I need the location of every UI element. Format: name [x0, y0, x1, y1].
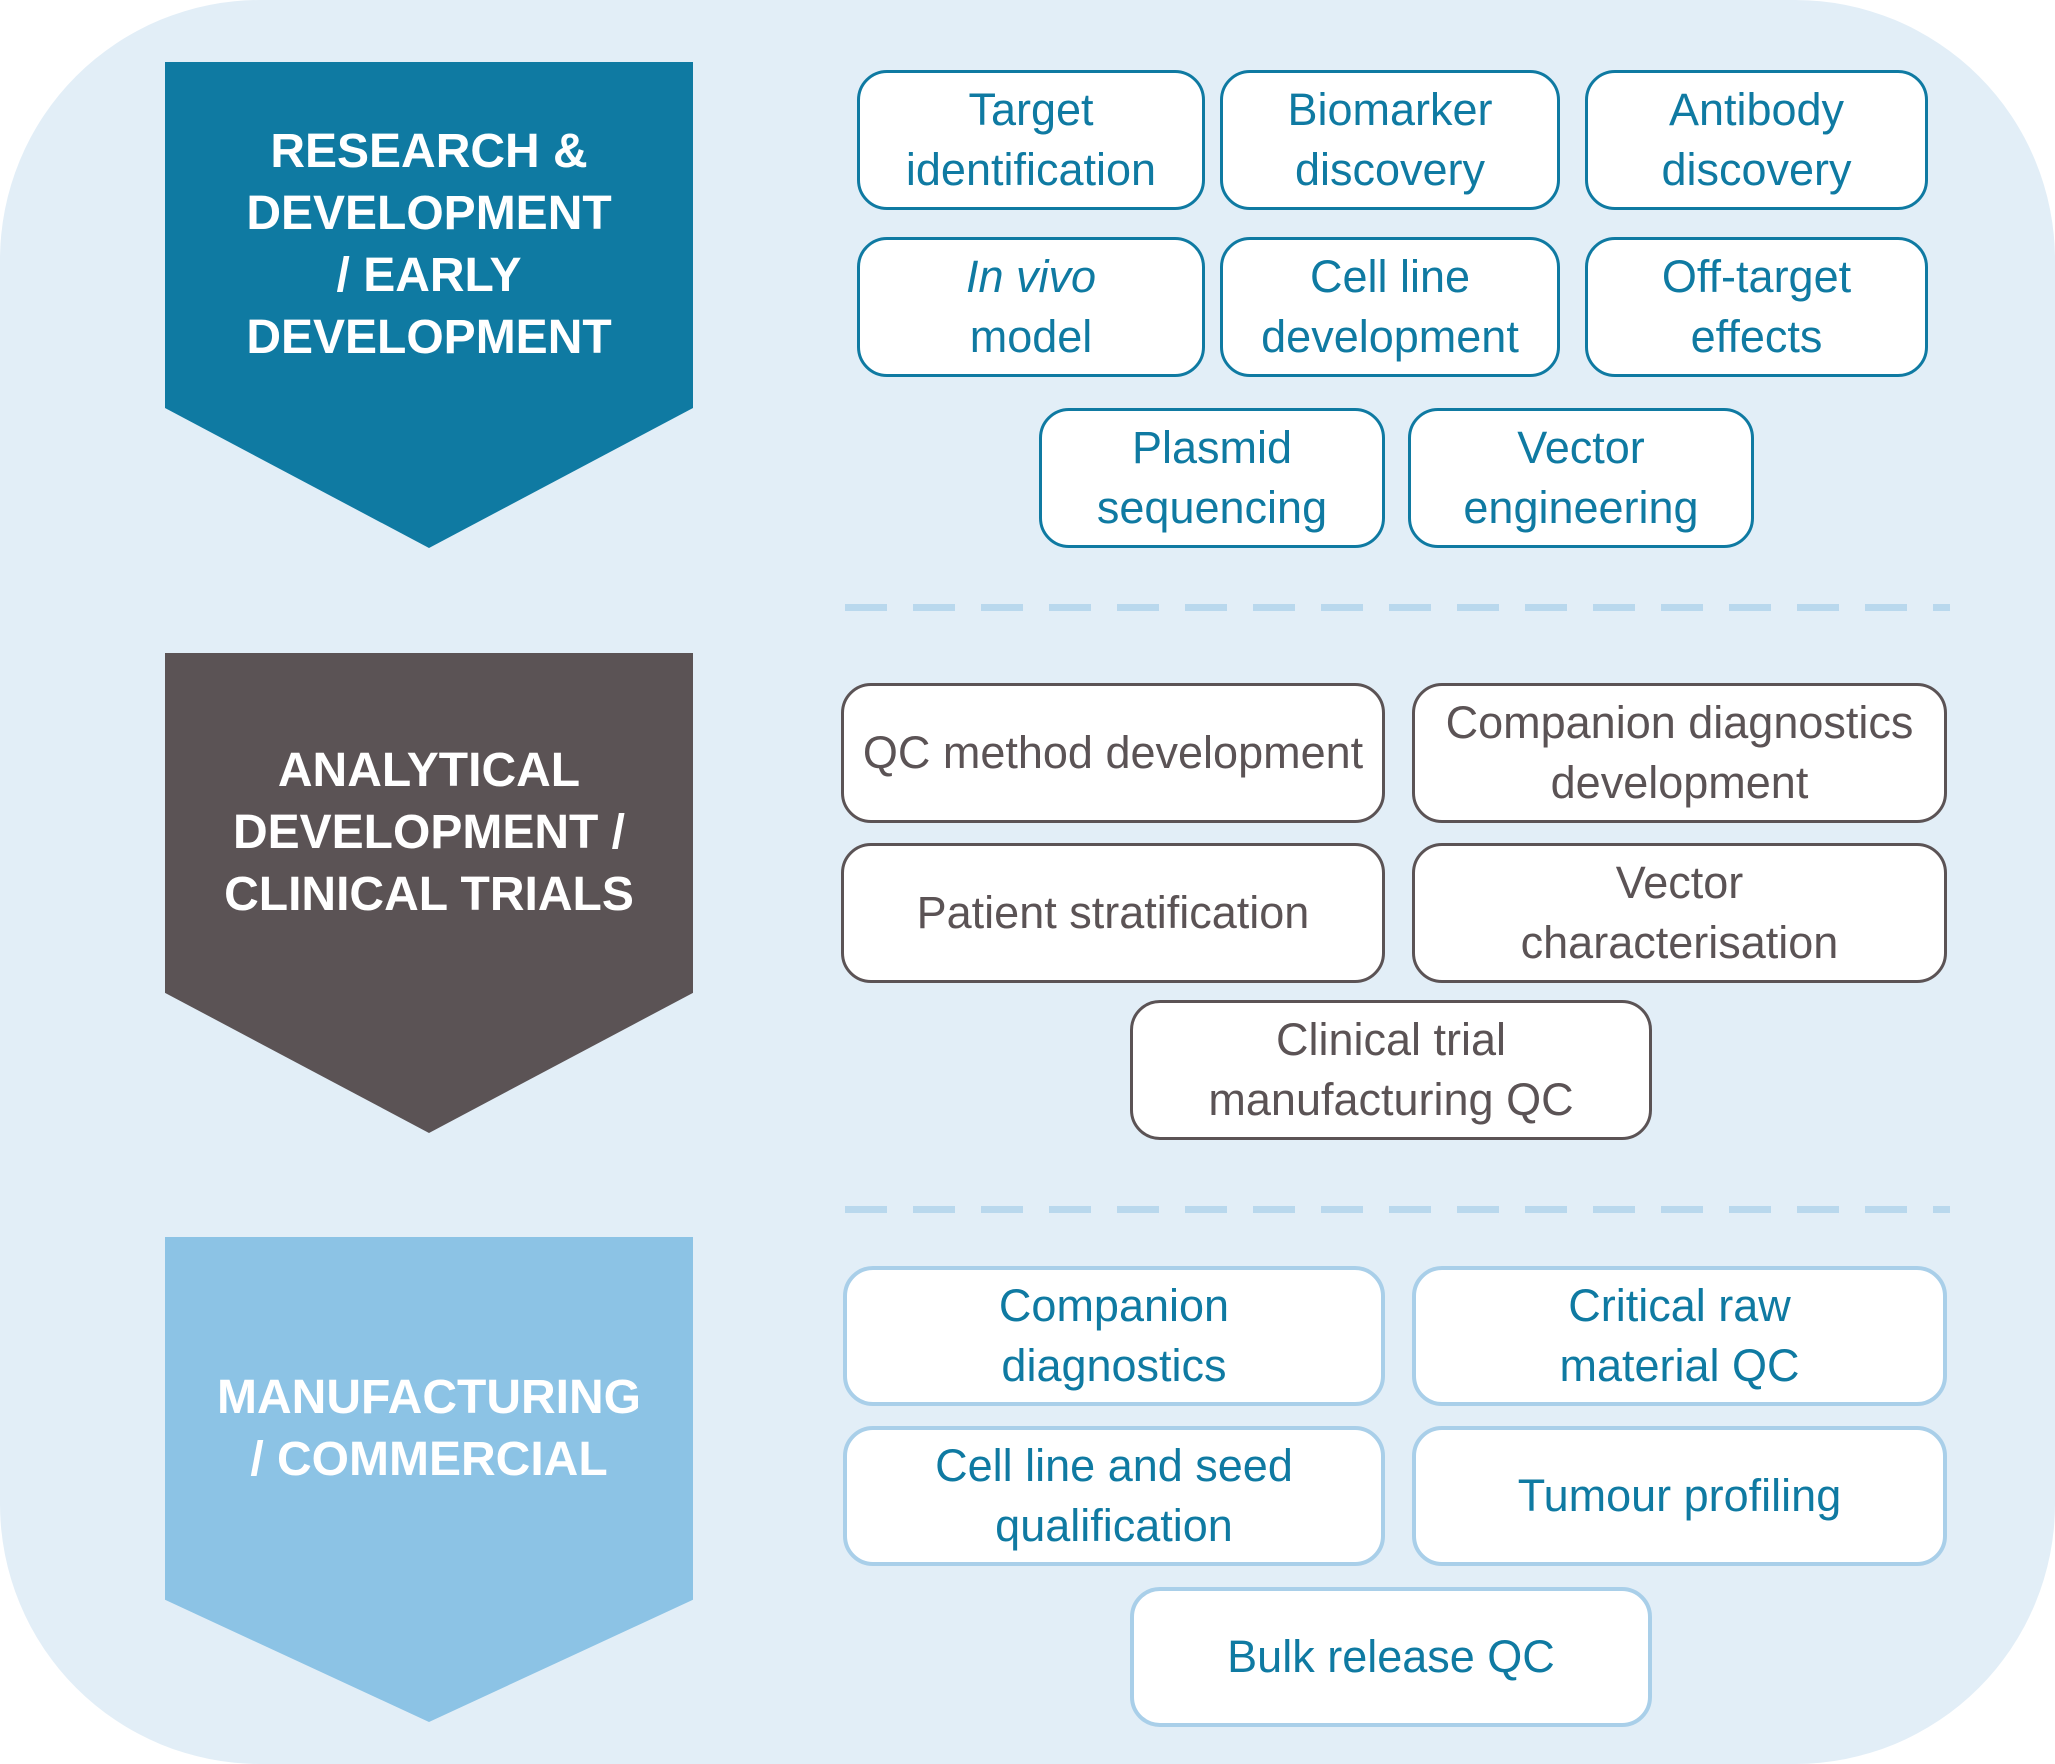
pill-line: Cell line	[1309, 251, 1471, 302]
box-patient-stratification: Patient stratification	[841, 843, 1385, 983]
pill-line: sequencing	[1096, 482, 1328, 533]
pill-line: Cell line and seed	[935, 1440, 1293, 1491]
pill-line: characterisation	[1520, 917, 1839, 968]
pill-off-target-effects: Off-target effects	[1585, 237, 1928, 377]
pill-bulk-release-qc: Bulk release QC	[1130, 1587, 1652, 1727]
pill-line: engineering	[1463, 482, 1699, 533]
banner-analytical-development-label: ANALYTICAL DEVELOPMENT / CLINICAL TRIALS	[165, 663, 693, 1003]
pill-line: Antibody	[1668, 84, 1845, 135]
pill-line: Companion	[998, 1280, 1230, 1331]
pill-line: Bulk release QC	[1227, 1631, 1555, 1682]
pill-line: Vector	[1615, 857, 1744, 908]
dashed-separator	[845, 604, 1950, 611]
banner-research-development: RESEARCH & DEVELOPMENT / EARLY DEVELOPME…	[165, 62, 693, 548]
pill-cell-line-seed-qualification: Cell line and seed qualification	[843, 1426, 1385, 1566]
pill-line: QC method development	[862, 727, 1364, 778]
pill-line: model	[969, 311, 1093, 362]
banner-manufacturing-commercial: MANUFACTURING / COMMERCIAL	[165, 1237, 693, 1722]
pill-line: diagnostics	[1001, 1340, 1227, 1391]
pill-line: effects	[1690, 311, 1823, 362]
pill-plasmid-sequencing: Plasmid sequencing	[1039, 408, 1385, 548]
dashed-separator	[845, 1206, 1950, 1213]
pill-antibody-discovery: Antibody discovery	[1585, 70, 1928, 210]
pill-line: identification	[905, 144, 1157, 195]
pill-line: Companion diagnostics	[1445, 697, 1914, 748]
banner-line: DEVELOPMENT /	[232, 806, 626, 859]
pill-target-identification: Target identification	[857, 70, 1205, 210]
pill-line: Vector	[1517, 422, 1645, 473]
pill-line: discovery	[1294, 144, 1486, 195]
pill-companion-diagnostics: Companion diagnostics	[843, 1266, 1385, 1406]
pill-critical-raw-material-qc: Critical raw material QC	[1412, 1266, 1947, 1406]
banner-manufacturing-commercial-label: MANUFACTURING / COMMERCIAL	[165, 1247, 693, 1610]
pill-line: development	[1261, 311, 1519, 362]
banner-line: ANALYTICAL	[277, 744, 581, 797]
banner-analytical-development: ANALYTICAL DEVELOPMENT / CLINICAL TRIALS	[165, 653, 693, 1133]
pill-line: discovery	[1661, 144, 1852, 195]
pill-cell-line-development: Cell line development	[1220, 237, 1560, 377]
box-companion-diagnostics-development: Companion diagnostics development	[1412, 683, 1947, 823]
pill-line: manufacturing QC	[1208, 1074, 1574, 1125]
pill-in-vivo-model: In vivo model	[857, 237, 1205, 377]
pill-line: Tumour profiling	[1517, 1470, 1842, 1521]
pill-biomarker-discovery: Biomarker discovery	[1220, 70, 1560, 210]
pill-line: material QC	[1559, 1340, 1800, 1391]
box-qc-method-development: QC method development	[841, 683, 1385, 823]
pill-line: Patient stratification	[916, 887, 1310, 938]
box-vector-characterisation: Vector characterisation	[1412, 843, 1947, 983]
pill-line: Target	[968, 84, 1094, 135]
banner-line: / EARLY	[336, 249, 522, 302]
pill-line: qualification	[995, 1500, 1233, 1551]
pill-vector-engineering: Vector engineering	[1408, 408, 1754, 548]
banner-line: RESEARCH &	[270, 125, 588, 178]
pill-line: In vivo	[965, 251, 1097, 302]
pill-line: Biomarker	[1287, 84, 1493, 135]
banner-line: / COMMERCIAL	[250, 1432, 608, 1486]
banner-line: CLINICAL TRIALS	[224, 868, 634, 921]
banner-line: MANUFACTURING	[217, 1370, 641, 1424]
pill-line: Off-target	[1661, 251, 1852, 302]
pill-line: development	[1550, 757, 1809, 808]
banner-research-development-label: RESEARCH & DEVELOPMENT / EARLY DEVELOPME…	[165, 72, 693, 418]
pill-line: Critical raw	[1568, 1280, 1791, 1331]
banner-line: DEVELOPMENT	[246, 311, 612, 364]
pill-tumour-profiling: Tumour profiling	[1412, 1426, 1947, 1566]
pill-line: Clinical trial	[1275, 1014, 1507, 1065]
box-clinical-trial-manufacturing-qc: Clinical trial manufacturing QC	[1130, 1000, 1652, 1140]
pill-line: Plasmid	[1131, 422, 1293, 473]
banner-line: DEVELOPMENT	[246, 187, 612, 240]
